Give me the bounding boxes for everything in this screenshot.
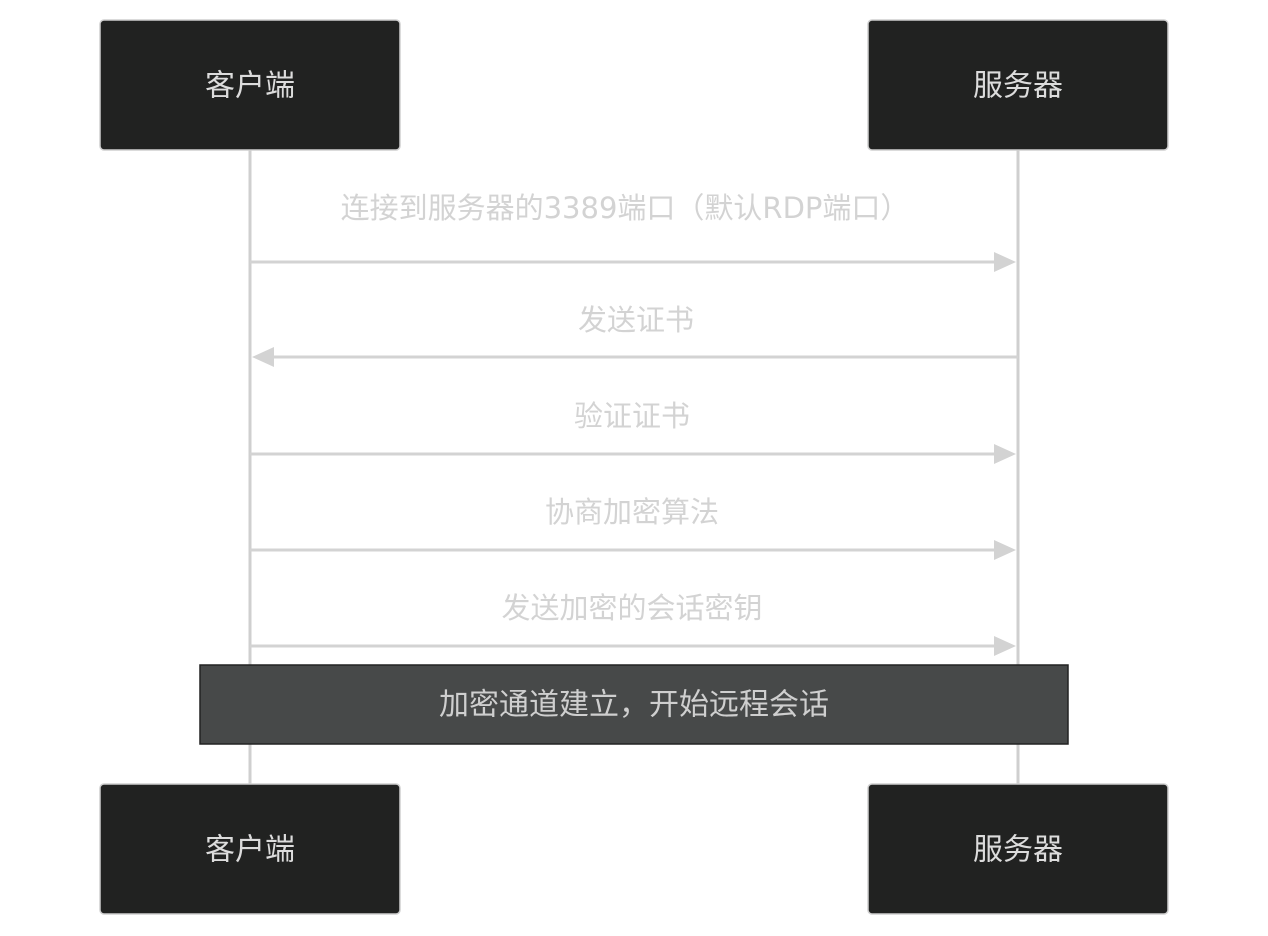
arrowhead-icon [994, 444, 1016, 464]
actor-client-bottom: 客户端 [99, 783, 401, 915]
actor-label: 客户端 [205, 69, 295, 104]
message-1: 连接到服务器的3389端口（默认RDP端口） [250, 191, 1016, 272]
note: 加密通道建立，开始远程会话 [199, 664, 1069, 745]
actor-client-top: 客户端 [99, 19, 401, 151]
message-5: 发送加密的会话密钥 [250, 591, 1016, 656]
actor-label: 服务器 [973, 833, 1063, 868]
arrowhead-icon [994, 252, 1016, 272]
message-label: 发送加密的会话密钥 [501, 591, 762, 625]
actor-server-top: 服务器 [867, 19, 1169, 151]
arrowhead-icon [252, 347, 274, 367]
note-text: 加密通道建立，开始远程会话 [439, 688, 829, 723]
arrowhead-icon [994, 540, 1016, 560]
message-2: 发送证书 [252, 303, 1018, 367]
message-4: 协商加密算法 [250, 495, 1016, 560]
arrowhead-icon [994, 636, 1016, 656]
actor-label: 客户端 [205, 833, 295, 868]
actor-server-bottom: 服务器 [867, 783, 1169, 915]
message-label: 验证证书 [574, 399, 690, 433]
actor-label: 服务器 [973, 69, 1063, 104]
message-3: 验证证书 [250, 399, 1016, 464]
message-label: 连接到服务器的3389端口（默认RDP端口） [341, 191, 910, 225]
message-label: 协商加密算法 [545, 495, 719, 529]
message-label: 发送证书 [578, 303, 694, 337]
